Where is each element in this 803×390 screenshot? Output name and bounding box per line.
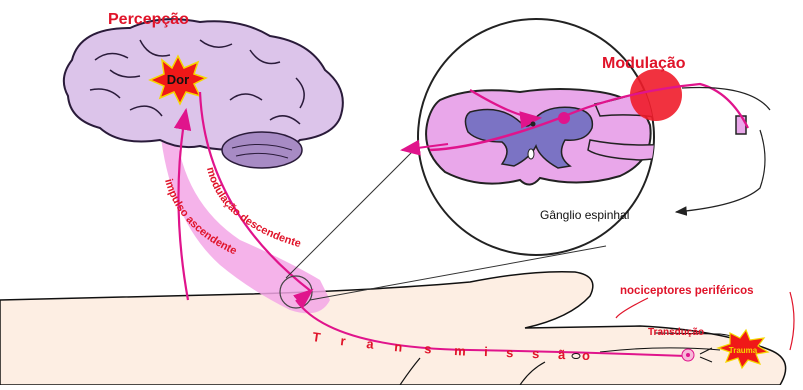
percepcao-label: Percepção <box>108 11 189 28</box>
ganglio-label: Gânglio espinhal <box>540 208 629 222</box>
transmissao-letter: ã <box>558 347 566 362</box>
brain <box>64 19 343 168</box>
transmissao-letter: n <box>394 339 403 355</box>
transmissao-letter: o <box>582 348 590 363</box>
modulation-zone <box>630 69 682 121</box>
transducao-label: Transdução <box>648 327 704 338</box>
transmissao-letter: s <box>424 341 432 356</box>
dor-label: Dor <box>167 72 189 87</box>
transmissao-letter: s <box>532 346 539 361</box>
ganglio-arrow <box>676 130 765 212</box>
transmissao-letter: i <box>484 344 488 359</box>
trauma-label: Trauma <box>729 346 758 355</box>
cerebellum <box>222 132 302 168</box>
modulacao-label: Modulação <box>602 55 686 72</box>
nociceptores-label: nociceptores periféricos <box>620 285 754 297</box>
transmissao-letter: s <box>506 345 514 360</box>
transmissao-letter: m <box>454 343 466 359</box>
